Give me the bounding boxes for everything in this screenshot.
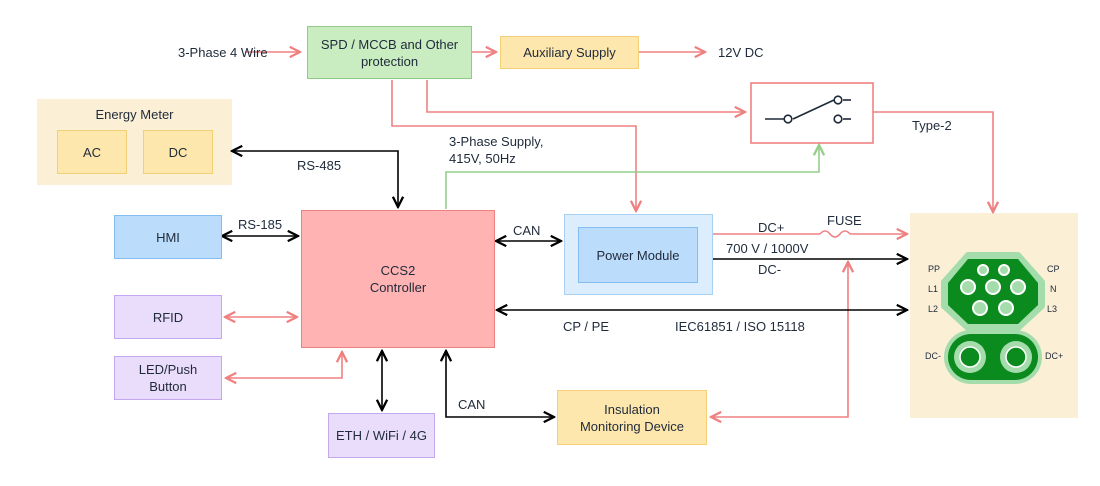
fuse-symbol — [819, 230, 851, 238]
pin-n-label: N — [1050, 284, 1057, 294]
wire-to-power-module — [391, 80, 636, 211]
wire-contactor-control — [445, 145, 819, 209]
protocol-label: IEC61851 / ISO 15118 — [675, 319, 805, 334]
energy-meter-title: Energy Meter — [95, 107, 174, 122]
insulation-monitoring-block: Insulation Monitoring Device — [557, 390, 707, 445]
wire-type2 — [873, 111, 993, 212]
dc-minus-label: DC- — [758, 262, 782, 277]
protection-block: SPD / MCCB and Other protection — [307, 26, 472, 79]
auxiliary-supply-block: Auxiliary Supply — [500, 36, 639, 69]
pin-pp-label: PP — [928, 264, 941, 274]
wire-can-imd — [446, 351, 554, 417]
wire-rs485 — [232, 151, 398, 207]
rfid-block: RFID — [114, 295, 222, 339]
pin-l2-label: L2 — [928, 304, 939, 314]
rs185-label: RS-185 — [238, 217, 283, 232]
wire-to-contactor — [426, 80, 745, 112]
voltage-label: 700 V / 1000V — [726, 241, 809, 256]
pin-cp-label: CP — [1047, 264, 1060, 274]
supply-label: 3-Phase Supply, 415V, 50Hz — [449, 134, 544, 166]
led-push-button-block: LED/Push Button — [114, 356, 222, 400]
dc-plus-label: DC+ — [758, 220, 785, 235]
cp-pe-label: CP / PE — [563, 319, 610, 334]
wire-imd-dc — [711, 262, 848, 417]
pin-l1-label: L1 — [928, 284, 939, 294]
pin-dc-plus-label: DC+ — [1045, 351, 1064, 361]
wire-led — [226, 352, 342, 378]
can-imd-label: CAN — [458, 397, 486, 412]
pin-l3-label: L3 — [1047, 304, 1058, 314]
contactor-box — [750, 82, 874, 144]
input-label: 3-Phase 4 Wire — [178, 45, 268, 60]
hmi-block: HMI — [114, 215, 222, 259]
meter-ac-block: AC — [57, 130, 127, 174]
fuse-label: FUSE — [827, 213, 862, 228]
ccs2-connector-icon — [941, 252, 1045, 384]
dc12-label: 12V DC — [718, 45, 764, 60]
pin-dc-minus-label: DC- — [925, 351, 941, 361]
eth-wifi-4g-block: ETH / WiFi / 4G — [328, 413, 435, 458]
rs485-label: RS-485 — [297, 158, 342, 173]
can-pm-label: CAN — [513, 223, 541, 238]
power-module-block: Power Module — [578, 227, 698, 283]
switch-symbol — [765, 95, 851, 124]
type2-label: Type-2 — [912, 118, 952, 133]
ccs2-controller-block: CCS2 Controller — [301, 210, 495, 348]
meter-dc-block: DC — [143, 130, 213, 174]
